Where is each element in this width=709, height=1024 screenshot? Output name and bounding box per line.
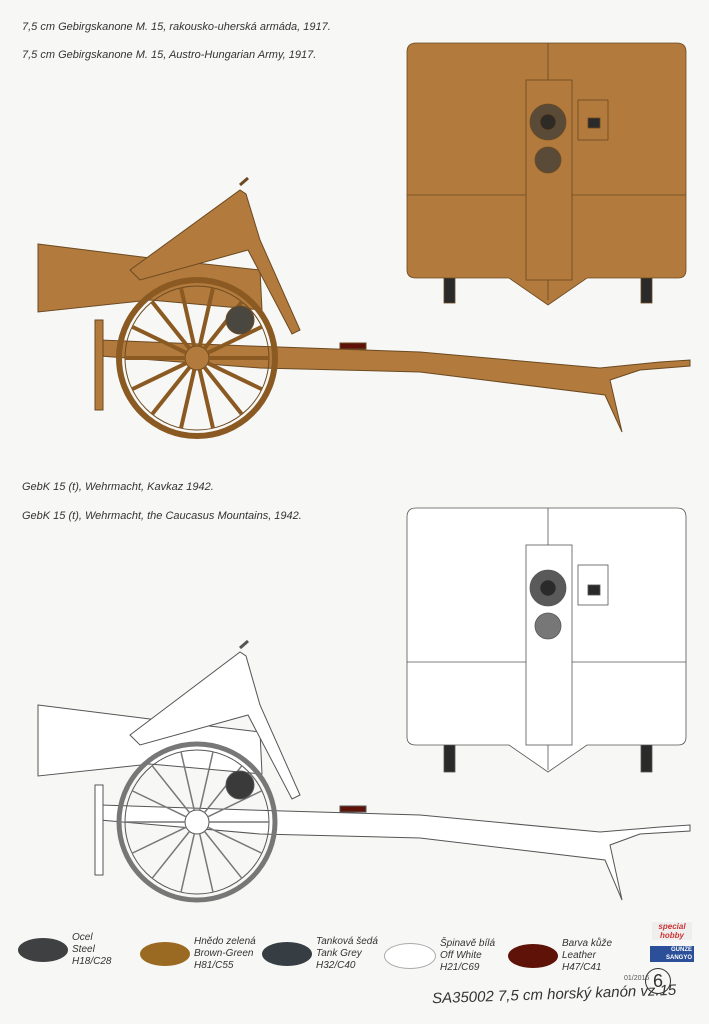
legend-en: Off White	[440, 950, 482, 961]
caption-version2-cz: GebK 15 (t), Wehrmacht, Kavkaz 1942.	[22, 481, 214, 493]
wheel-spoke	[131, 826, 187, 854]
wheel-spoke	[180, 751, 196, 811]
wheel-spoke	[206, 324, 263, 355]
legend-cz: Barva kůže	[562, 938, 613, 949]
legend-en: Leather	[562, 950, 596, 961]
wheel-spoke	[179, 369, 197, 429]
caption-version1-cz: 7,5 cm Gebirgskanone M. 15, rakousko-uhe…	[22, 21, 331, 33]
legend-cz: Tanková šedá	[316, 936, 378, 947]
legend-en: Brown-Green	[194, 948, 254, 959]
print-date: 01/2016	[624, 975, 650, 982]
caption-version1-en: 7,5 cm Gebirgskanone M. 15, Austro-Hunga…	[22, 49, 317, 61]
wheel-spoke	[131, 790, 187, 818]
gunze-sangyo-logo: GUNZE SANGYO	[650, 946, 694, 962]
wheel-spoke	[207, 826, 263, 854]
legend-code: H81/C55	[194, 960, 234, 971]
wheel-spoke	[150, 300, 192, 350]
wheel-spoke	[131, 361, 188, 392]
wheel-spoke	[151, 830, 191, 879]
wheel-spoke	[202, 366, 244, 416]
wheel-spoke	[197, 287, 215, 347]
page-number: 6	[645, 968, 671, 994]
side-view-1942	[37, 639, 691, 903]
color-swatch	[262, 942, 312, 966]
color-swatch	[18, 938, 68, 962]
front-view-1917	[406, 42, 687, 306]
wheel-spoke	[198, 833, 214, 893]
wheel-spoke	[207, 790, 263, 818]
wheel-spoke	[206, 361, 263, 392]
color-swatch	[508, 944, 558, 968]
wheel-spoke	[198, 751, 214, 811]
special-hobby-logo: special hobby	[652, 922, 692, 940]
legend-code: H18/C28	[72, 956, 112, 967]
legend-cz: Hnědo zelená	[194, 936, 256, 947]
legend-code: H21/C69	[440, 962, 480, 973]
wheel-spoke	[131, 324, 188, 355]
legend-en: Steel	[72, 944, 95, 955]
wheel-spoke	[151, 765, 191, 814]
front-view-1942	[406, 507, 687, 773]
legend-en: Tank Grey	[316, 948, 362, 959]
caption-version2-en: GebK 15 (t), Wehrmacht, the Caucasus Mou…	[22, 510, 302, 522]
wheel-spoke	[197, 369, 215, 429]
wheel-spoke	[203, 830, 243, 879]
wheel-spoke	[179, 287, 197, 347]
legend-code: H32/C40	[316, 960, 356, 971]
color-swatch	[384, 943, 436, 969]
color-swatch	[140, 942, 190, 966]
wheel-spoke	[180, 833, 196, 893]
wheel-spoke	[150, 366, 192, 416]
legend-cz: Ocel	[72, 932, 93, 943]
side-view-1917	[37, 176, 691, 439]
legend-cz: Špinavě bílá	[440, 938, 496, 949]
legend-code: H47/C41	[562, 962, 602, 973]
